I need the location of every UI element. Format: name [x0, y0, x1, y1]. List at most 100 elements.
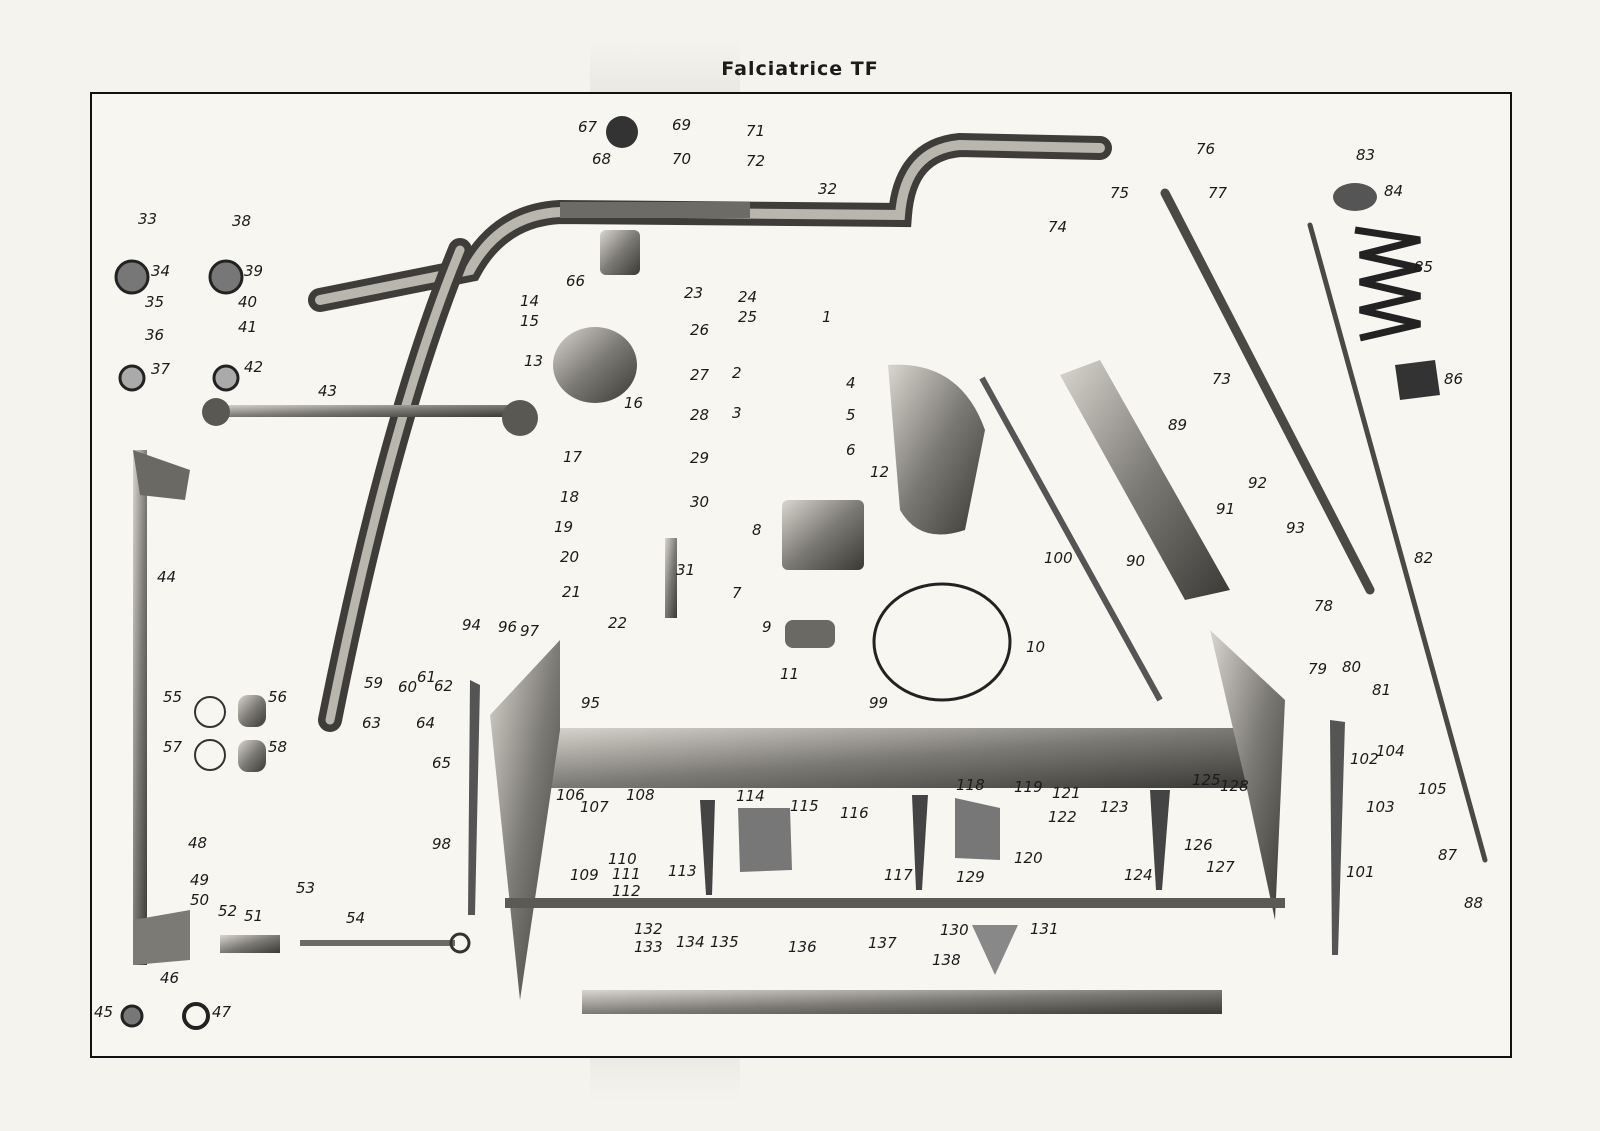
part-45: [120, 1004, 144, 1028]
part-label-3: 3: [732, 404, 742, 422]
part-label-89: 89: [1168, 416, 1187, 434]
part-label-70: 70: [672, 150, 691, 168]
part-label-98: 98: [432, 835, 451, 853]
part-label-121: 121: [1052, 784, 1081, 802]
part-118-plate: [955, 798, 1000, 860]
part-label-33: 33: [138, 210, 157, 228]
part-43-eye: [502, 400, 538, 436]
part-label-21: 21: [562, 583, 581, 601]
part-label-11: 11: [780, 665, 799, 683]
part-label-65: 65: [432, 754, 451, 772]
part-13-pulley: [553, 327, 637, 403]
part-label-31: 31: [676, 561, 695, 579]
part-85-spring: [1354, 226, 1421, 342]
part-54-rod: [300, 940, 455, 946]
part-label-105: 105: [1418, 780, 1447, 798]
part-label-117: 117: [884, 866, 913, 884]
part-label-62: 62: [434, 677, 453, 695]
part-8-housing: [782, 500, 864, 570]
part-label-124: 124: [1124, 866, 1153, 884]
part-label-133: 133: [634, 938, 663, 956]
part-label-22: 22: [608, 614, 627, 632]
part-label-109: 109: [570, 866, 599, 884]
part-37: [118, 364, 146, 392]
part-label-29: 29: [690, 449, 709, 467]
part-label-81: 81: [1372, 681, 1391, 699]
part-10-ring: [872, 582, 1012, 702]
part-label-46: 46: [160, 969, 179, 987]
part-label-104: 104: [1376, 742, 1405, 760]
part-label-126: 126: [1184, 836, 1213, 854]
part-label-118: 118: [956, 776, 985, 794]
part-label-10: 10: [1026, 638, 1045, 656]
part-label-17: 17: [563, 448, 583, 466]
part-label-45: 45: [94, 1003, 113, 1021]
part-label-48: 48: [188, 834, 207, 852]
part-54-eye: [449, 932, 471, 954]
part-67: [606, 116, 638, 148]
part-label-24: 24: [738, 288, 757, 306]
part-label-96: 96: [498, 618, 517, 636]
part-label-51: 51: [244, 907, 263, 925]
part-89-blade: [1060, 360, 1230, 600]
part-44-foot: [133, 910, 190, 965]
part-label-64: 64: [416, 714, 435, 732]
part-label-54: 54: [346, 909, 365, 927]
part-label-106: 106: [556, 786, 585, 804]
part-label-50: 50: [190, 891, 209, 909]
part-label-38: 38: [232, 212, 251, 230]
part-label-47: 47: [212, 1003, 232, 1021]
part-label-129: 129: [956, 868, 985, 886]
part-label-123: 123: [1100, 798, 1129, 816]
part-101-finger: [1330, 720, 1345, 955]
part-label-14: 14: [520, 292, 539, 310]
part-label-7: 7: [732, 584, 742, 602]
part-label-66: 66: [566, 272, 585, 290]
part-label-111: 111: [612, 865, 641, 883]
part-label-136: 136: [788, 938, 817, 956]
part-label-122: 122: [1048, 808, 1077, 826]
part-label-19: 19: [554, 518, 573, 536]
part-label-125: 125: [1192, 771, 1221, 789]
part-55-ring: [194, 696, 226, 728]
part-label-97: 97: [520, 622, 540, 640]
part-43-eye: [202, 398, 230, 426]
part-label-73: 73: [1212, 370, 1231, 388]
part-57-ring: [194, 739, 226, 771]
part-label-92: 92: [1248, 474, 1267, 492]
part-9-bellows: [785, 620, 835, 648]
part-98-finger: [468, 680, 480, 915]
part-label-16: 16: [624, 394, 643, 412]
part-label-120: 120: [1014, 849, 1043, 867]
part-56: [238, 695, 266, 727]
part-label-25: 25: [738, 308, 757, 326]
part-label-131: 131: [1030, 920, 1059, 938]
part-label-34: 34: [151, 262, 170, 280]
part-73-rod: [1160, 188, 1375, 595]
part-label-52: 52: [218, 902, 237, 920]
part-52-bushing: [220, 935, 280, 953]
part-label-83: 83: [1356, 146, 1375, 164]
part-label-103: 103: [1366, 798, 1395, 816]
part-label-40: 40: [238, 293, 257, 311]
part-label-35: 35: [145, 293, 164, 311]
part-label-116: 116: [840, 804, 869, 822]
part-label-36: 36: [145, 326, 164, 344]
part-99-bar: [530, 728, 1250, 788]
left-shoe: [490, 640, 560, 1000]
part-label-72: 72: [746, 152, 765, 170]
part-label-80: 80: [1342, 658, 1361, 676]
part-label-57: 57: [163, 738, 183, 756]
diagram-title: Falciatrice TF: [721, 58, 879, 80]
part-12-guard: [888, 364, 985, 535]
part-label-59: 59: [364, 674, 383, 692]
part-label-30: 30: [690, 493, 709, 511]
part-label-8: 8: [752, 521, 762, 539]
part-label-13: 13: [524, 352, 543, 370]
part-43-arm: [205, 405, 515, 417]
part-42: [212, 364, 240, 392]
part-label-71: 71: [746, 122, 765, 140]
part-39: [208, 259, 244, 295]
part-34: [114, 259, 150, 295]
